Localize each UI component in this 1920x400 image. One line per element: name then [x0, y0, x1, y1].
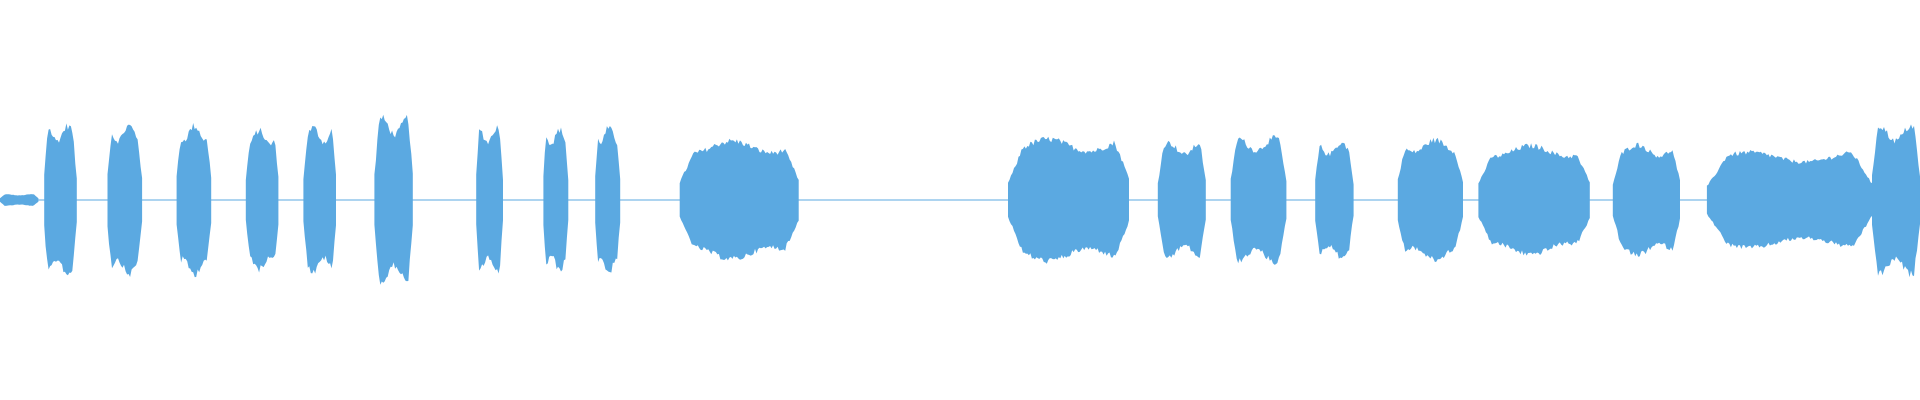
waveform-segment-2 — [107, 124, 143, 277]
waveform-segment-0 — [0, 194, 39, 206]
waveform-segment-8 — [543, 127, 569, 272]
waveform-segment-4 — [245, 127, 279, 273]
waveform-segment-14 — [1315, 142, 1354, 259]
waveform-segment-9 — [595, 126, 621, 273]
waveform-segment-5 — [303, 126, 336, 274]
waveform-segment-19 — [1872, 124, 1920, 278]
waveform-segment-1 — [44, 123, 77, 276]
waveform-segment-6 — [374, 114, 413, 285]
waveform-segment-17 — [1612, 142, 1680, 257]
waveform-segment-11 — [1008, 136, 1129, 264]
waveform-segment-7 — [476, 125, 503, 274]
waveform-segment-13 — [1230, 135, 1287, 265]
waveform-segments — [0, 114, 1920, 285]
waveform-segment-18 — [1706, 150, 1872, 249]
waveform-segment-10 — [679, 138, 799, 261]
waveform-segment-3 — [176, 123, 212, 278]
waveform-segment-15 — [1397, 137, 1463, 262]
waveform-segment-16 — [1478, 143, 1590, 256]
waveform-segment-12 — [1157, 140, 1206, 258]
